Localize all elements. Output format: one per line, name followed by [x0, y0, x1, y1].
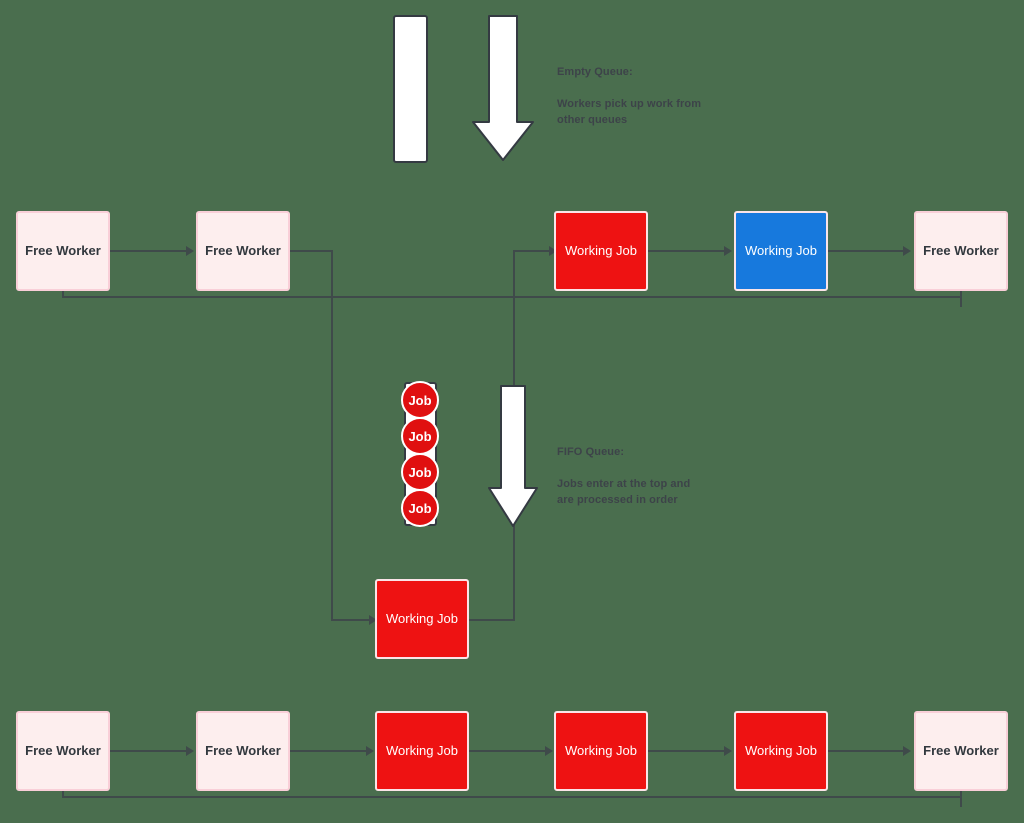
connector-top-2-down-v [331, 250, 333, 620]
bottom-node-working-job-2[interactable]: Working Job [554, 711, 648, 791]
connector-top-feedback-v-right [960, 291, 962, 307]
connector-top-feedback-v-left [62, 288, 64, 298]
connector-bottom-feedback-h [62, 796, 962, 798]
fifo-queue-flow-arrow-icon [487, 384, 539, 530]
node-label: Free Worker [205, 743, 281, 759]
empty-queue-note: Empty Queue: Workers pick up work from o… [557, 49, 701, 145]
top-node-working-job-1[interactable]: Working Job [554, 211, 648, 291]
node-label: Free Worker [25, 243, 101, 259]
node-label: Working Job [385, 611, 458, 627]
empty-queue-note-title: Empty Queue: [557, 65, 633, 78]
node-label: Free Worker [923, 743, 999, 759]
job-circle-label: Job [408, 392, 432, 408]
bottom-node-free-worker-2[interactable]: Free Worker [196, 711, 290, 791]
fifo-queue-note-title: FIFO Queue: [557, 445, 625, 458]
node-label: Working Job [744, 743, 817, 759]
job-circle-label: Job [408, 464, 432, 480]
connector-bottom-feedback-v-left [62, 788, 64, 798]
connector-bottom-1-2 [110, 750, 188, 752]
node-label: Working Job [564, 243, 637, 259]
node-label: Working Job [385, 743, 458, 759]
middle-node-working-job[interactable]: Working Job [375, 579, 469, 659]
connector-middle-job-out-h [469, 619, 515, 621]
connector-bottom-3-4 [469, 750, 547, 752]
arrowhead-bottom-1-2-icon [186, 746, 194, 756]
fifo-queue-note-body: Jobs enter at the top and are processed … [557, 477, 691, 506]
connector-bottom-4-5 [648, 750, 726, 752]
job-circle-label: Job [408, 428, 432, 444]
connector-up-to-top-red-job [513, 250, 555, 252]
arrowhead-top-3-4-icon [724, 246, 732, 256]
top-node-working-job-2[interactable]: Working Job [734, 211, 828, 291]
node-label: Working Job [564, 743, 637, 759]
fifo-queue-note: FIFO Queue: Jobs enter at the top and ar… [557, 429, 690, 525]
arrowhead-top-4-5-icon [903, 246, 911, 256]
bottom-node-free-worker-1[interactable]: Free Worker [16, 711, 110, 791]
fifo-job-circle-4[interactable]: Job [401, 489, 439, 527]
connector-down-to-middle-job [331, 619, 375, 621]
arrowhead-middle-job-in-icon [369, 615, 377, 625]
bottom-node-working-job-1[interactable]: Working Job [375, 711, 469, 791]
fifo-job-circle-3[interactable]: Job [401, 453, 439, 491]
connector-bottom-feedback-v-right [960, 791, 962, 807]
node-label: Free Worker [205, 243, 281, 259]
empty-queue-flow-arrow-icon [471, 14, 535, 164]
arrowhead-top-red-job-in-icon [549, 246, 557, 256]
top-node-free-worker-2[interactable]: Free Worker [196, 211, 290, 291]
arrowhead-bottom-4-5-icon [724, 746, 732, 756]
connector-bottom-2-3 [290, 750, 368, 752]
connector-top-feedback-h [62, 296, 962, 298]
top-node-free-worker-3[interactable]: Free Worker [914, 211, 1008, 291]
arrowhead-top-1-2-icon [186, 246, 194, 256]
job-circle-label: Job [408, 500, 432, 516]
fifo-job-circle-2[interactable]: Job [401, 417, 439, 455]
empty-queue-note-body: Workers pick up work from other queues [557, 97, 702, 126]
node-label: Free Worker [25, 743, 101, 759]
top-node-free-worker-1[interactable]: Free Worker [16, 211, 110, 291]
empty-queue-container [393, 15, 428, 163]
connector-top-2-down-h [290, 250, 333, 252]
connector-bottom-5-6 [827, 750, 905, 752]
node-label: Working Job [744, 243, 817, 259]
connector-top-4-5 [827, 250, 905, 252]
arrowhead-bottom-2-3-icon [366, 746, 374, 756]
arrowhead-bottom-3-4-icon [545, 746, 553, 756]
connector-top-3-4 [648, 250, 726, 252]
bottom-node-working-job-3[interactable]: Working Job [734, 711, 828, 791]
arrowhead-bottom-5-6-icon [903, 746, 911, 756]
connector-top-1-2 [110, 250, 188, 252]
node-label: Free Worker [923, 243, 999, 259]
bottom-node-free-worker-3[interactable]: Free Worker [914, 711, 1008, 791]
fifo-job-circle-1[interactable]: Job [401, 381, 439, 419]
